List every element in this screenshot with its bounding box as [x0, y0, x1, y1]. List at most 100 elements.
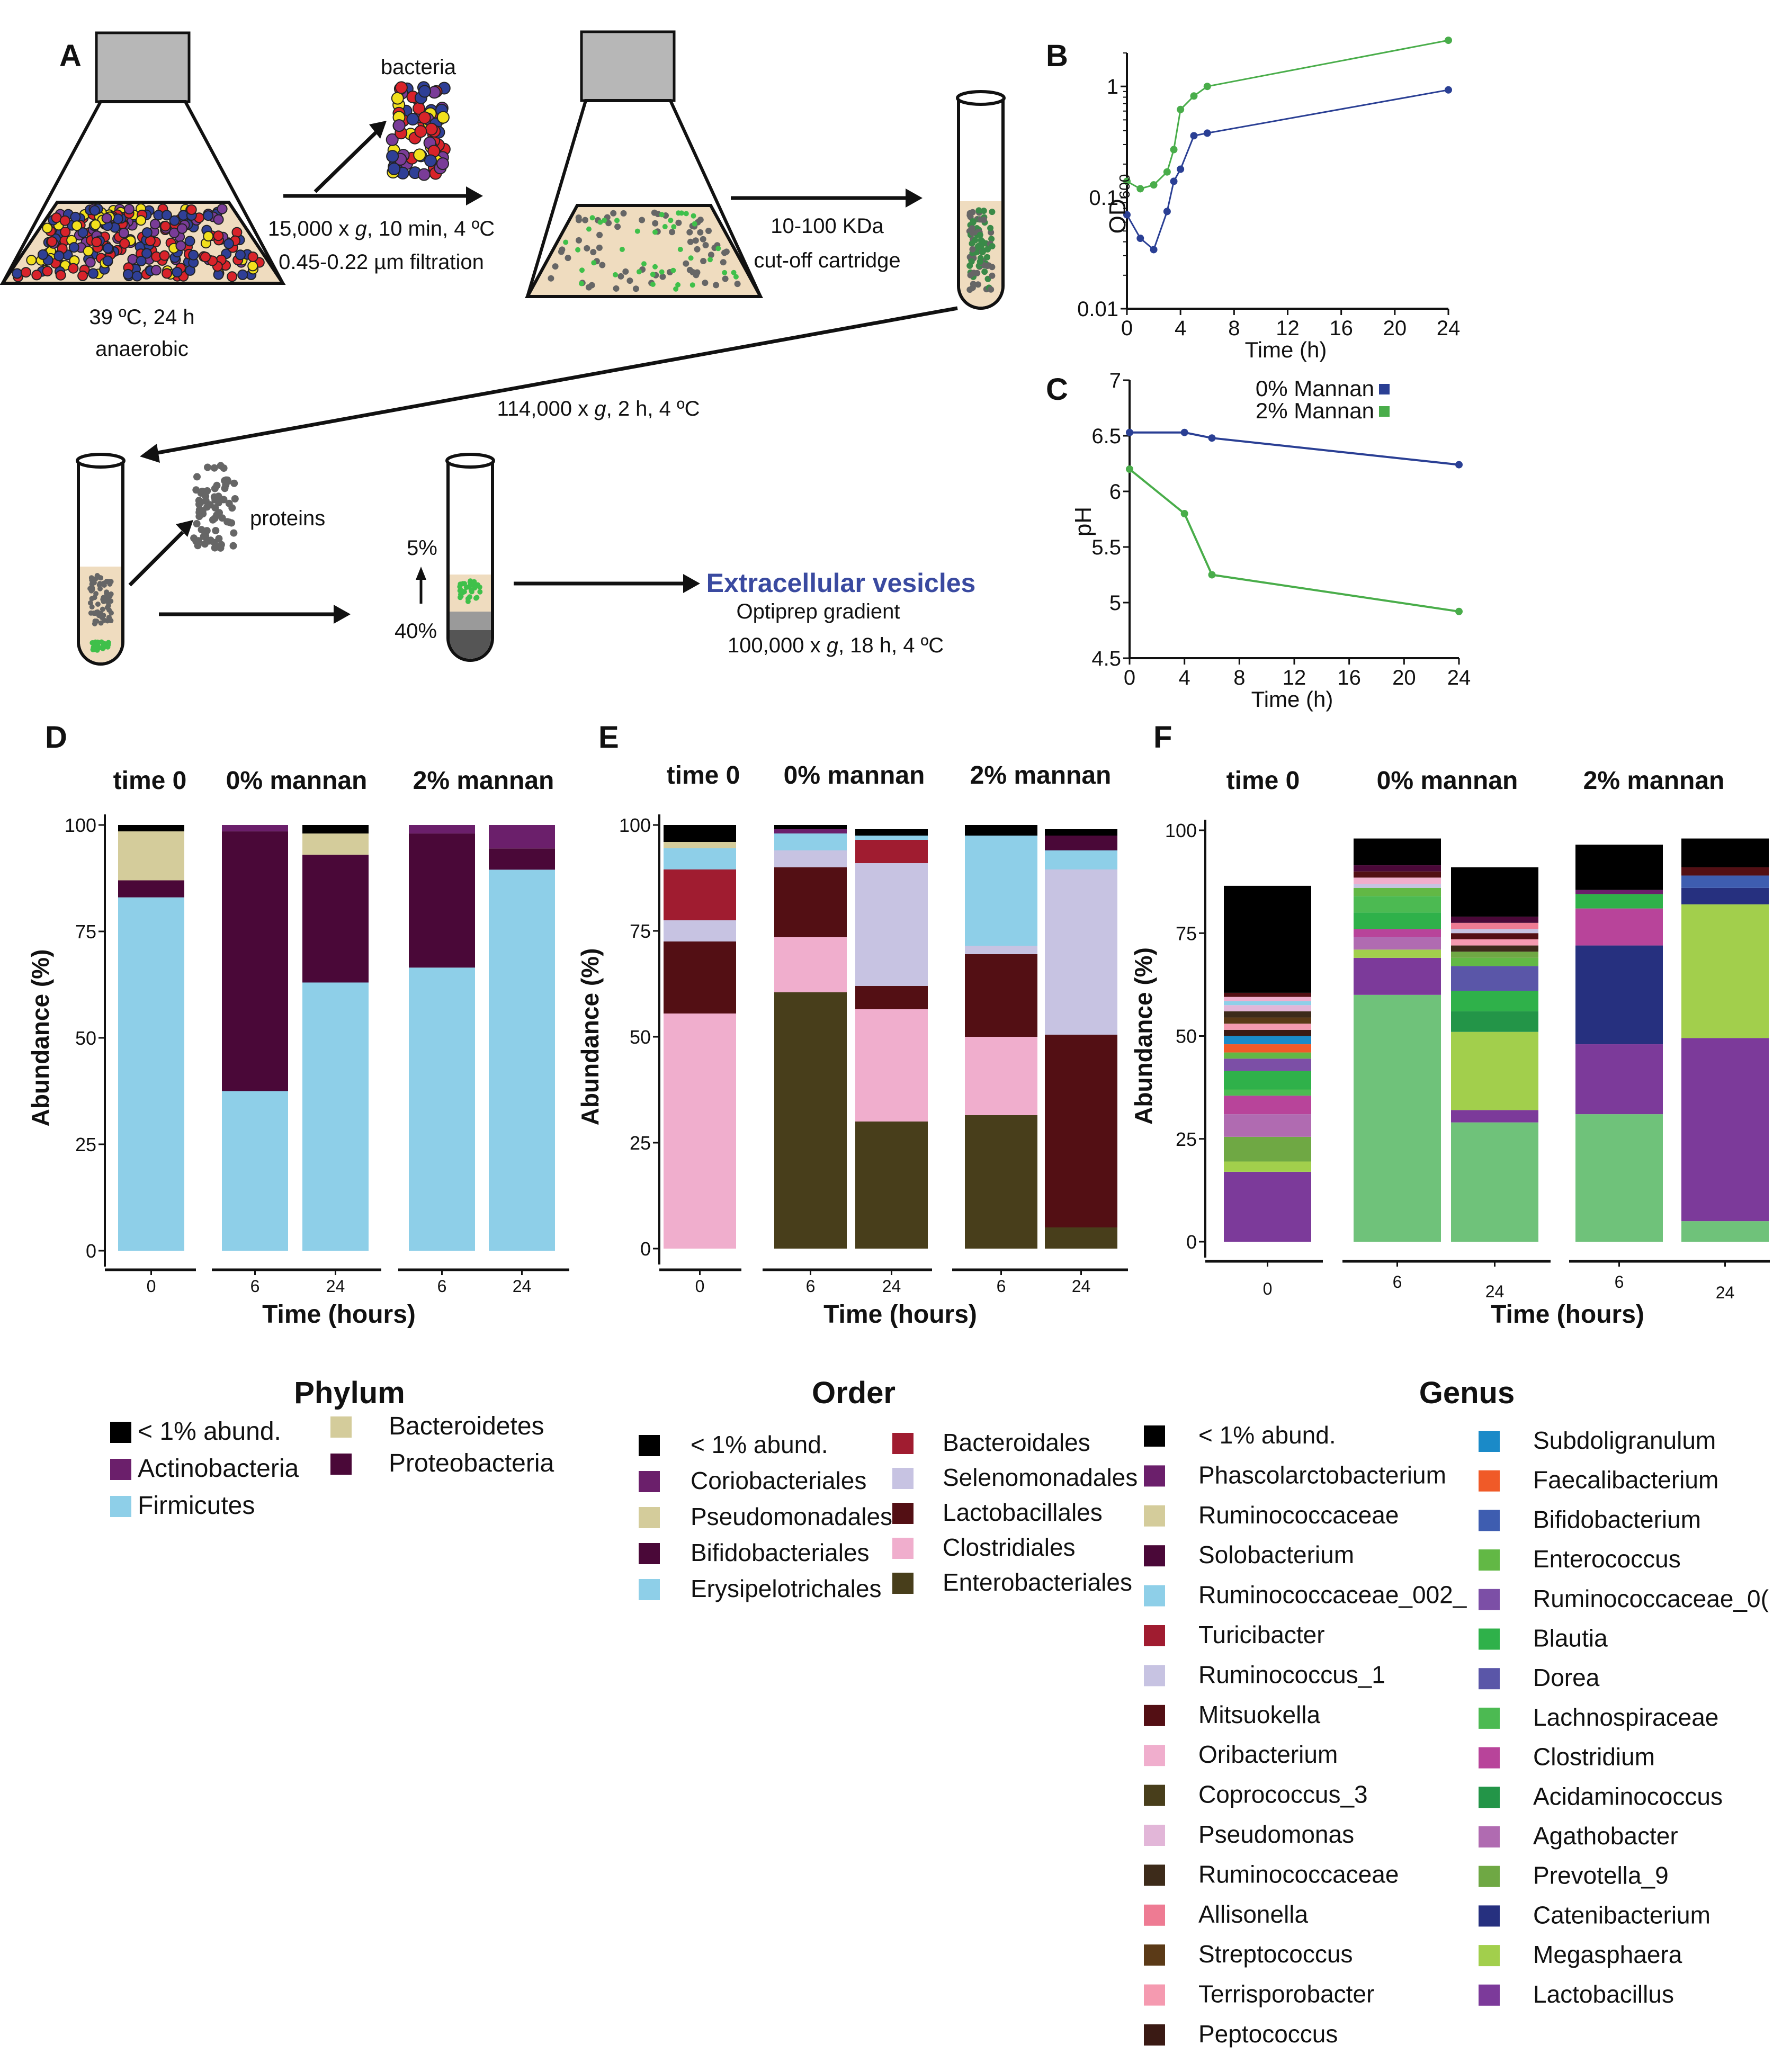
- x-tick-label: 6: [437, 1277, 447, 1296]
- particle: [984, 246, 991, 253]
- bar-segment: [302, 825, 369, 834]
- x-tick-label: 8: [1233, 666, 1245, 689]
- bar-segment: [855, 840, 928, 863]
- particle: [974, 270, 981, 276]
- protein-cluster-icon: [190, 462, 239, 552]
- bar-segment: [1224, 1096, 1311, 1115]
- particle: [613, 272, 618, 277]
- particle: [977, 255, 984, 262]
- x-tick-label: 24: [326, 1277, 345, 1296]
- particle: [652, 264, 658, 270]
- bar-segment: [855, 829, 928, 836]
- particle: [563, 239, 569, 245]
- bar-segment: [1354, 949, 1441, 958]
- bar-segment: [1354, 877, 1441, 884]
- bacterium: [414, 125, 427, 138]
- bar-segment: [664, 920, 736, 941]
- x-tick-label: 20: [1392, 666, 1416, 689]
- particle: [694, 269, 701, 276]
- particle: [118, 228, 129, 238]
- legend-label: Faecalibacterium: [1533, 1466, 1718, 1494]
- particle: [85, 257, 96, 268]
- group-title: 2% mannan: [970, 761, 1112, 790]
- cartridge-label: cut-off cartridge: [754, 249, 900, 272]
- x-tick-label: 0: [695, 1277, 705, 1296]
- particle: [705, 228, 712, 234]
- particle: [715, 246, 721, 252]
- legend-swatch: [1479, 1747, 1500, 1769]
- bar-segment: [1354, 887, 1441, 896]
- particle: [87, 600, 93, 606]
- bar-segment: [664, 825, 736, 842]
- particle: [720, 259, 727, 266]
- y-tick-label: 25: [1176, 1128, 1197, 1150]
- protein: [225, 499, 233, 507]
- filtration-step: 0.45-0.22 µm filtration: [279, 250, 484, 274]
- legend-label: Bifidobacteriales: [691, 1539, 870, 1566]
- bar-segment: [1354, 838, 1441, 866]
- legend-label: Coprococcus_3: [1198, 1781, 1368, 1808]
- legend-swatch: [639, 1543, 660, 1564]
- bacterium: [425, 122, 438, 136]
- legend-swatch: [639, 1435, 660, 1456]
- bar-segment: [1354, 865, 1441, 872]
- particle: [634, 228, 640, 234]
- bacterium: [418, 111, 431, 124]
- bar-segment: [965, 954, 1037, 1037]
- bar-segment: [1451, 1122, 1538, 1242]
- legend-swatch: [1144, 1585, 1165, 1607]
- particle: [981, 268, 988, 275]
- y-tick-label: 0: [86, 1240, 96, 1262]
- particle: [53, 250, 65, 262]
- particle: [984, 254, 990, 261]
- particle: [675, 282, 681, 288]
- bar-segment: [1451, 957, 1538, 966]
- x-tick-label: 0: [1124, 666, 1135, 689]
- bar-segment: [222, 825, 288, 832]
- legend-label: Mitsuokella: [1198, 1701, 1321, 1728]
- legend-label: Agathobacter: [1533, 1822, 1678, 1850]
- centrifuge-arrow: [283, 121, 483, 205]
- c-x-axis-title: Time (h): [1251, 687, 1333, 712]
- particle: [988, 286, 995, 293]
- bar-segment: [1224, 1071, 1311, 1090]
- order-legend: < 1% abund.CoriobacterialesPseudomonadal…: [639, 1429, 1138, 1602]
- bar-segment: [1681, 1038, 1769, 1222]
- particle: [108, 579, 114, 585]
- bar-segment: [1224, 1136, 1311, 1162]
- protein: [218, 514, 226, 522]
- particle: [639, 217, 646, 223]
- bacterium: [406, 113, 419, 125]
- bar-segment: [855, 1122, 928, 1249]
- bar-segment: [1451, 922, 1538, 929]
- particle: [650, 282, 656, 287]
- group-title: time 0: [113, 767, 187, 795]
- bacterium: [386, 150, 399, 163]
- particle: [591, 260, 597, 266]
- legend-label: Bacteroidales: [943, 1429, 1090, 1456]
- particle: [203, 210, 214, 221]
- bacterium: [395, 81, 408, 94]
- legend-swatch: [1144, 1665, 1165, 1687]
- legend-swatch: [639, 1471, 660, 1492]
- bar-segment: [1045, 1035, 1117, 1227]
- genus-legend-title: Genus: [1419, 1376, 1515, 1410]
- particle: [641, 261, 647, 267]
- bar-segment: [1354, 994, 1441, 1242]
- particle: [88, 588, 94, 594]
- genus-legend: < 1% abund.PhascolarctobacteriumRuminoco…: [1144, 1421, 1769, 2048]
- x-tick-label: 0: [147, 1277, 156, 1296]
- legend-label: Phascolarctobacterium: [1198, 1461, 1446, 1488]
- particle: [966, 212, 973, 219]
- particle: [94, 573, 100, 578]
- y-tick-label: 75: [1176, 922, 1197, 944]
- bar-segment: [1224, 1036, 1311, 1045]
- series-line: [1129, 468, 1459, 613]
- bar-segment: [1681, 867, 1769, 876]
- bar-segment: [664, 842, 736, 848]
- particle: [548, 275, 554, 282]
- particle: [989, 243, 996, 249]
- legend-label: Firmicutes: [138, 1492, 255, 1520]
